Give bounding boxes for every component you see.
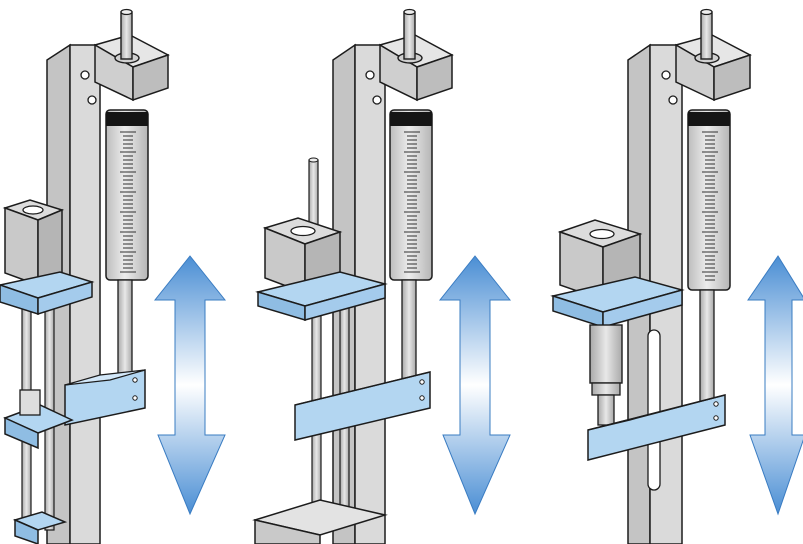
top-bracket-front — [416, 53, 453, 102]
screw-head — [132, 395, 138, 401]
pusher-block-top — [294, 371, 431, 406]
needle-top — [403, 8, 416, 16]
graduation-marks — [702, 131, 718, 281]
needle-top — [700, 8, 713, 16]
base-plate-front — [254, 519, 321, 544]
syringe-barrel — [105, 109, 149, 281]
motor-boss — [290, 225, 316, 237]
assembly-leadscrew-nut — [0, 8, 227, 544]
motor-boss — [22, 205, 44, 215]
actuator-shaft — [597, 394, 615, 426]
assembly-hollow-shaft-motor — [252, 8, 512, 544]
needle-tip — [403, 11, 416, 60]
threaded-rod — [308, 159, 319, 231]
top-bracket-front — [132, 53, 169, 102]
assembly-linear-actuator — [550, 8, 803, 544]
movement-arrow-icon — [747, 255, 803, 516]
motor-mount-bracket-side — [304, 283, 386, 321]
screw-head — [419, 379, 425, 385]
mount-hole — [668, 95, 678, 105]
bearing-block-front — [14, 518, 39, 544]
threaded-rod-top — [308, 157, 319, 163]
actuator-body — [589, 324, 623, 384]
motor-mount-bracket-side — [602, 289, 683, 328]
motor-front — [4, 206, 39, 287]
plunger-rod — [699, 289, 715, 409]
movement-arrow-icon — [153, 255, 227, 516]
screw-head — [713, 401, 719, 407]
mount-hole — [372, 95, 382, 105]
screw-head — [419, 395, 425, 401]
movement-arrow-icon — [438, 255, 512, 516]
plate-slot — [647, 329, 661, 491]
needle-tip — [700, 11, 713, 60]
motor-boss — [589, 228, 615, 240]
graduation-marks — [404, 131, 420, 273]
screw-head — [132, 377, 138, 383]
top-bracket-front — [713, 53, 751, 102]
syringe-plunger-seal — [106, 112, 148, 126]
needle-tip — [120, 11, 133, 60]
mount-hole — [80, 70, 90, 80]
lead-nut — [19, 389, 41, 416]
mount-hole — [365, 70, 375, 80]
needle-top — [120, 8, 133, 16]
syringe-plunger-seal — [688, 112, 730, 126]
nut-carriage-front — [4, 416, 39, 450]
syringe-barrel — [389, 109, 433, 281]
motor-mount-bracket-side — [37, 280, 93, 316]
graduation-marks — [120, 131, 136, 273]
screw-head — [713, 415, 719, 421]
pusher-block-top — [587, 394, 726, 431]
pusher-block-top — [64, 369, 146, 386]
mount-hole — [87, 95, 97, 105]
syringe-plunger-seal — [390, 112, 432, 126]
mount-hole — [661, 70, 671, 80]
actuator-collar — [591, 382, 621, 396]
